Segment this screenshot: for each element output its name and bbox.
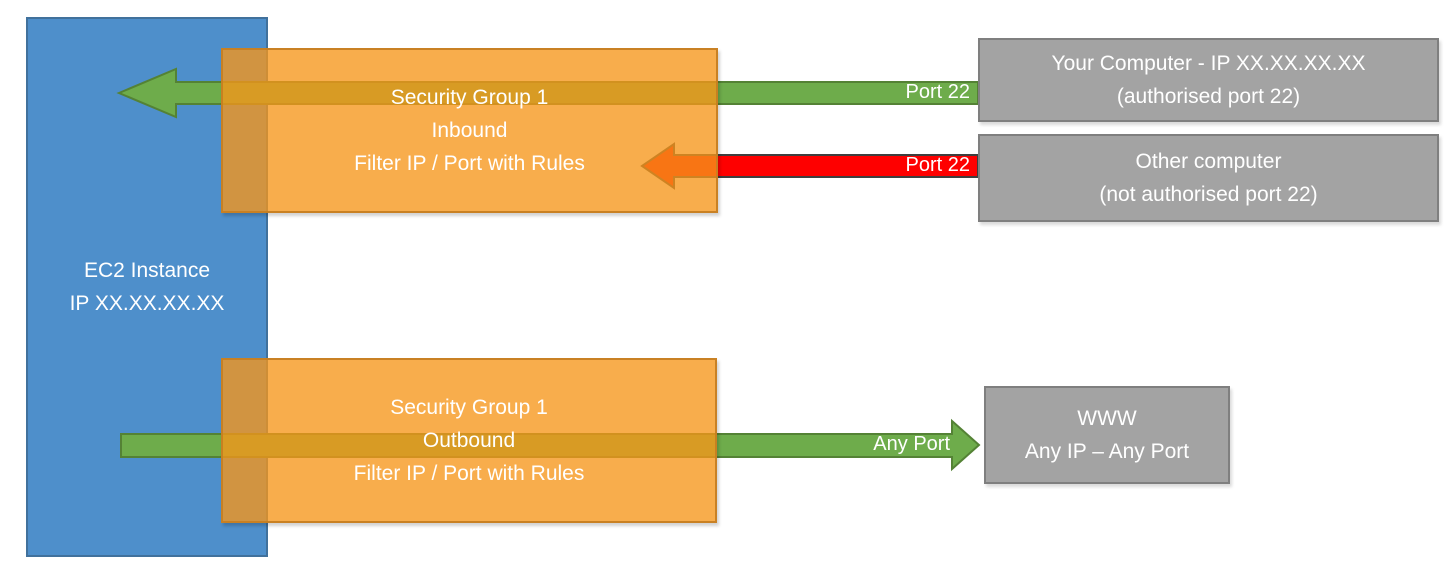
your-computer-line2: (authorised port 22) (1116, 85, 1301, 108)
ssh-allowed-port-label: Port 22 (905, 81, 970, 103)
ec2-instance-ip: IP XX.XX.XX.XX (69, 292, 225, 315)
www-box: WWW Any IP – Any Port (984, 386, 1230, 484)
other-computer-line2: (not authorised port 22) (1099, 183, 1318, 206)
your-computer-line1: Your Computer - IP XX.XX.XX.XX (1051, 52, 1366, 75)
sg-outbound-direction: Outbound (422, 429, 516, 452)
outbound-any-port-label: Any Port (873, 433, 950, 455)
www-line1: WWW (1077, 407, 1137, 430)
sg-inbound-title: Security Group 1 (390, 86, 549, 109)
other-computer-box: Other computer (not authorised port 22) (978, 134, 1439, 222)
your-computer-box: Your Computer - IP XX.XX.XX.XX (authoris… (978, 38, 1439, 122)
www-line2: Any IP – Any Port (1024, 440, 1190, 463)
security-group-inbound-box: Security Group 1 Inbound Filter IP / Por… (221, 48, 718, 213)
security-group-outbound-box: Security Group 1 Outbound Filter IP / Po… (221, 358, 717, 523)
sg-outbound-title: Security Group 1 (390, 396, 548, 419)
sg-inbound-rule: Filter IP / Port with Rules (354, 152, 585, 175)
sg-inbound-direction: Inbound (431, 119, 508, 142)
sg-outbound-rule: Filter IP / Port with Rules (353, 462, 585, 485)
ec2-instance-name: EC2 Instance (83, 259, 211, 282)
ssh-blocked-port-label: Port 22 (905, 154, 970, 176)
other-computer-line1: Other computer (1135, 150, 1282, 173)
